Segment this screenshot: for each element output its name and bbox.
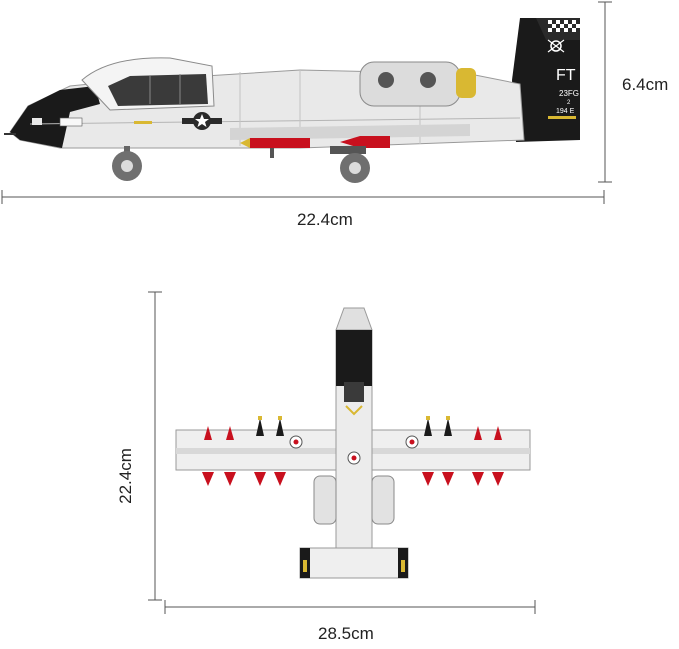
left-engine: [313, 475, 337, 525]
side-height-dimension: [598, 1, 612, 183]
top-wingspan-label: 28.5cm: [318, 624, 374, 643]
top-length-dimension: [148, 291, 162, 601]
missile-left: [240, 138, 310, 158]
flag-decal: [32, 118, 42, 125]
side-length-dimension: [1, 190, 605, 204]
tail-fin: [512, 18, 580, 142]
engine-pod: [359, 61, 461, 107]
main-landing-gear: [340, 153, 370, 183]
right-engine: [371, 475, 395, 525]
side-height-label: 6.4cm: [622, 75, 669, 94]
front-landing-gear: [112, 146, 142, 181]
cockpit-glass: [108, 74, 208, 106]
tail-unit-line3: 194 E: [556, 108, 575, 115]
roundel-star-icon: [182, 112, 222, 130]
top-wingspan-dimension: [164, 600, 536, 614]
top-nose: [336, 330, 372, 386]
engine-exhaust: [456, 68, 476, 98]
tail-code: FT: [556, 67, 576, 84]
wing-missiles-front: [204, 416, 502, 440]
nose-cone: [10, 86, 100, 148]
squadron-emblem-icon: [547, 39, 565, 53]
side-length-label: 22.4cm: [297, 210, 353, 229]
tail-unit-line1: 23FG: [559, 89, 579, 98]
tail-unit-line2: 2: [567, 100, 571, 106]
top-view-aircraft: [175, 307, 531, 579]
wing-missiles-rear: [202, 472, 504, 486]
missile-right: [330, 136, 390, 154]
roundel-icon: [289, 435, 419, 465]
top-length-label: 22.4cm: [115, 448, 135, 504]
horizontal-stabilizer: [299, 547, 409, 579]
side-view-aircraft: FT 23FG 2 194 E: [4, 18, 580, 183]
checker-flag-icon: [548, 20, 580, 32]
